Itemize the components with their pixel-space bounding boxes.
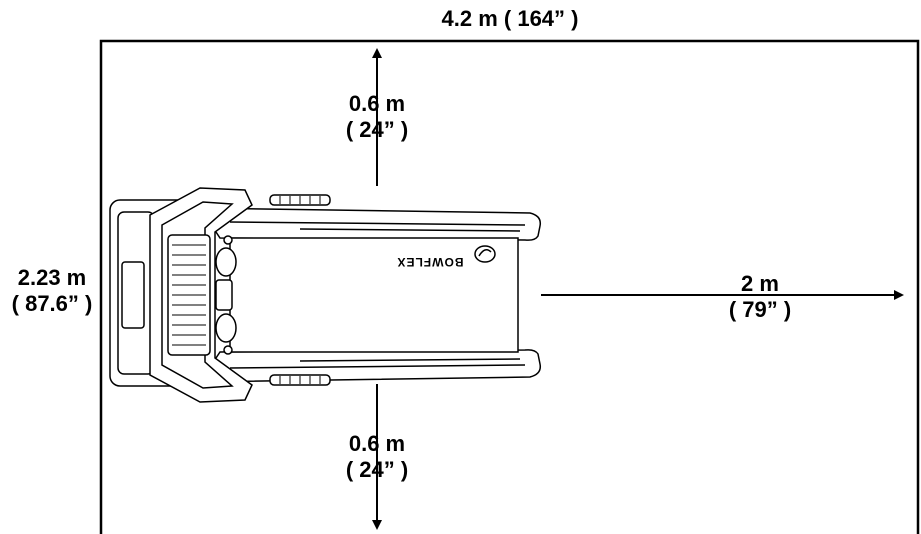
clearance-boundary [99,39,920,534]
overall-depth-metric: 2.23 m [17,265,87,290]
overall-width-label: 4.2 m ( 164” ) [360,6,660,32]
overall-depth-imperial: ( 87.6” ) [11,291,93,316]
front-clearance-label: 0.6 m ( 24” ) [317,91,437,143]
overall-depth-label: 2.23 m ( 87.6” ) [0,265,104,317]
rear-clearance-imperial: ( 24” ) [345,457,409,482]
front-clearance-imperial: ( 24” ) [345,117,409,142]
side-clearance-imperial: ( 79” ) [728,297,792,322]
running-belt [229,237,519,353]
treadmill-top-view [109,187,542,403]
treadmill-brand-text: BOWFLEX [397,255,464,269]
rear-clearance-metric: 0.6 m [348,431,406,456]
bowflex-logo-icon [474,245,496,263]
overall-width-value: 4.2 m ( 164” ) [360,6,660,32]
overall-width-imperial: ( 164” ) [503,6,579,31]
front-clearance-metric: 0.6 m [348,91,406,116]
side-clearance-metric: 2 m [741,271,779,296]
overall-width-metric: 4.2 m [441,6,498,31]
side-clearance-label: 2 m ( 79” ) [700,271,820,323]
rear-clearance-label: 0.6 m ( 24” ) [317,431,437,483]
